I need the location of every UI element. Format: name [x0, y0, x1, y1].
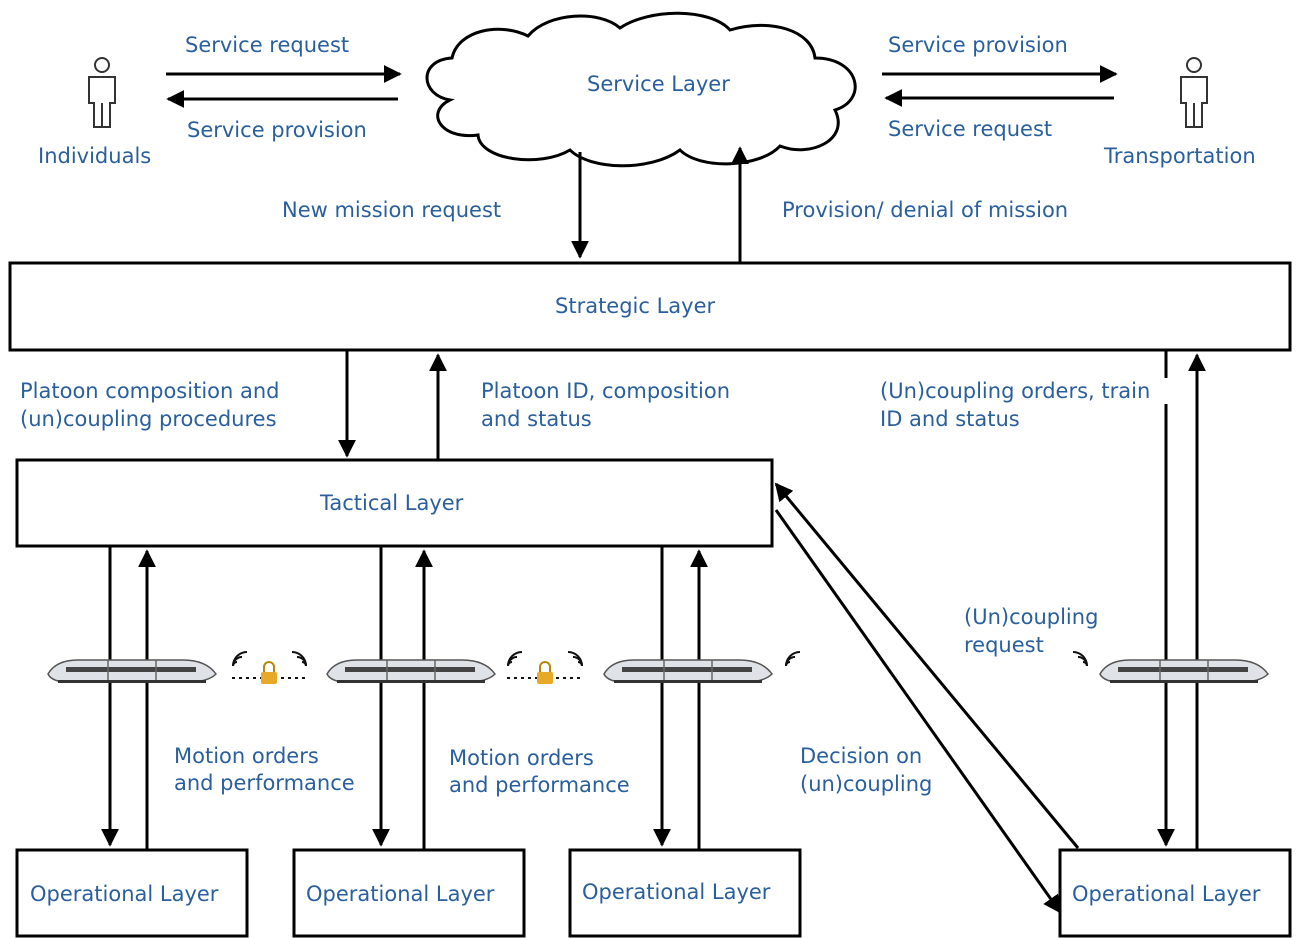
- wifi-signal-icon: [507, 651, 523, 667]
- lock-icon: [536, 661, 554, 685]
- new-mission-request-label: New mission request: [282, 198, 501, 222]
- train-icon-3: [603, 659, 773, 684]
- service-layer-label: Service Layer: [587, 72, 730, 96]
- cloud-icon: [425, 11, 857, 168]
- strategic-layer-label: Strategic Layer: [555, 294, 716, 318]
- lock-icon: [260, 661, 278, 685]
- operational-layer-box-1: [15, 848, 249, 938]
- operational-layer-label-2: Operational Layer: [306, 882, 495, 906]
- uncoupling-request-label-1: (Un)coupling: [964, 605, 1098, 629]
- operational-layer-box-3: [568, 848, 802, 938]
- operational-layer-box-4: [1058, 848, 1292, 938]
- arrow-decision-uncoupling: [774, 509, 1062, 914]
- train-icon-2: [326, 659, 496, 684]
- uncoupling-orders-label-1: (Un)coupling orders, train: [880, 379, 1150, 403]
- tactical-layer-box: [15, 458, 774, 548]
- decision-label-1: Decision on: [800, 744, 922, 768]
- motion-orders-label-1a: Motion orders: [174, 744, 319, 768]
- platoon-id-label-1: Platoon ID, composition: [481, 379, 730, 403]
- platoon-id-label-2: and status: [481, 407, 592, 431]
- train-icon-4: [1099, 659, 1269, 684]
- uncoupling-request-label-2: request: [964, 633, 1044, 657]
- motion-orders-label-2a: Motion orders: [449, 746, 594, 770]
- wifi-signal-icon: [1072, 651, 1088, 667]
- platoon-composition-label-1: Platoon composition and: [20, 379, 280, 403]
- individuals-label: Individuals: [38, 144, 151, 168]
- platoon-composition-label-2: (un)coupling procedures: [20, 407, 277, 431]
- strategic-layer-box: [8, 261, 1292, 352]
- label-backdrop: [1158, 378, 1178, 404]
- wifi-signal-icon: [567, 651, 583, 667]
- tactical-layer-label: Tactical Layer: [319, 491, 464, 515]
- transportation-label: Transportation: [1103, 144, 1256, 168]
- operational-layer-label-1: Operational Layer: [30, 882, 219, 906]
- decision-label-2: (un)coupling: [800, 772, 932, 796]
- motion-orders-label-2b: and performance: [449, 773, 630, 797]
- person-icon-individuals: [88, 57, 116, 128]
- provision-denial-label: Provision/ denial of mission: [782, 198, 1068, 222]
- service-request-right-label: Service request: [888, 117, 1052, 141]
- motion-orders-label-1b: and performance: [174, 771, 355, 795]
- service-provision-left-label: Service provision: [187, 118, 367, 142]
- wifi-signal-icon: [785, 651, 801, 667]
- arrow-uncoupling-request: [774, 482, 1080, 849]
- uncoupling-orders-label-2: ID and status: [880, 407, 1020, 431]
- wifi-signal-icon: [291, 651, 307, 667]
- wifi-signal-icon: [232, 651, 248, 667]
- operational-layer-label-3: Operational Layer: [582, 880, 771, 904]
- service-request-left-label: Service request: [185, 33, 349, 57]
- train-icon-1: [47, 659, 217, 684]
- service-provision-right-label: Service provision: [888, 33, 1068, 57]
- operational-layer-box-2: [292, 848, 526, 938]
- operational-layer-label-4: Operational Layer: [1072, 882, 1261, 906]
- person-icon-transportation: [1180, 57, 1208, 128]
